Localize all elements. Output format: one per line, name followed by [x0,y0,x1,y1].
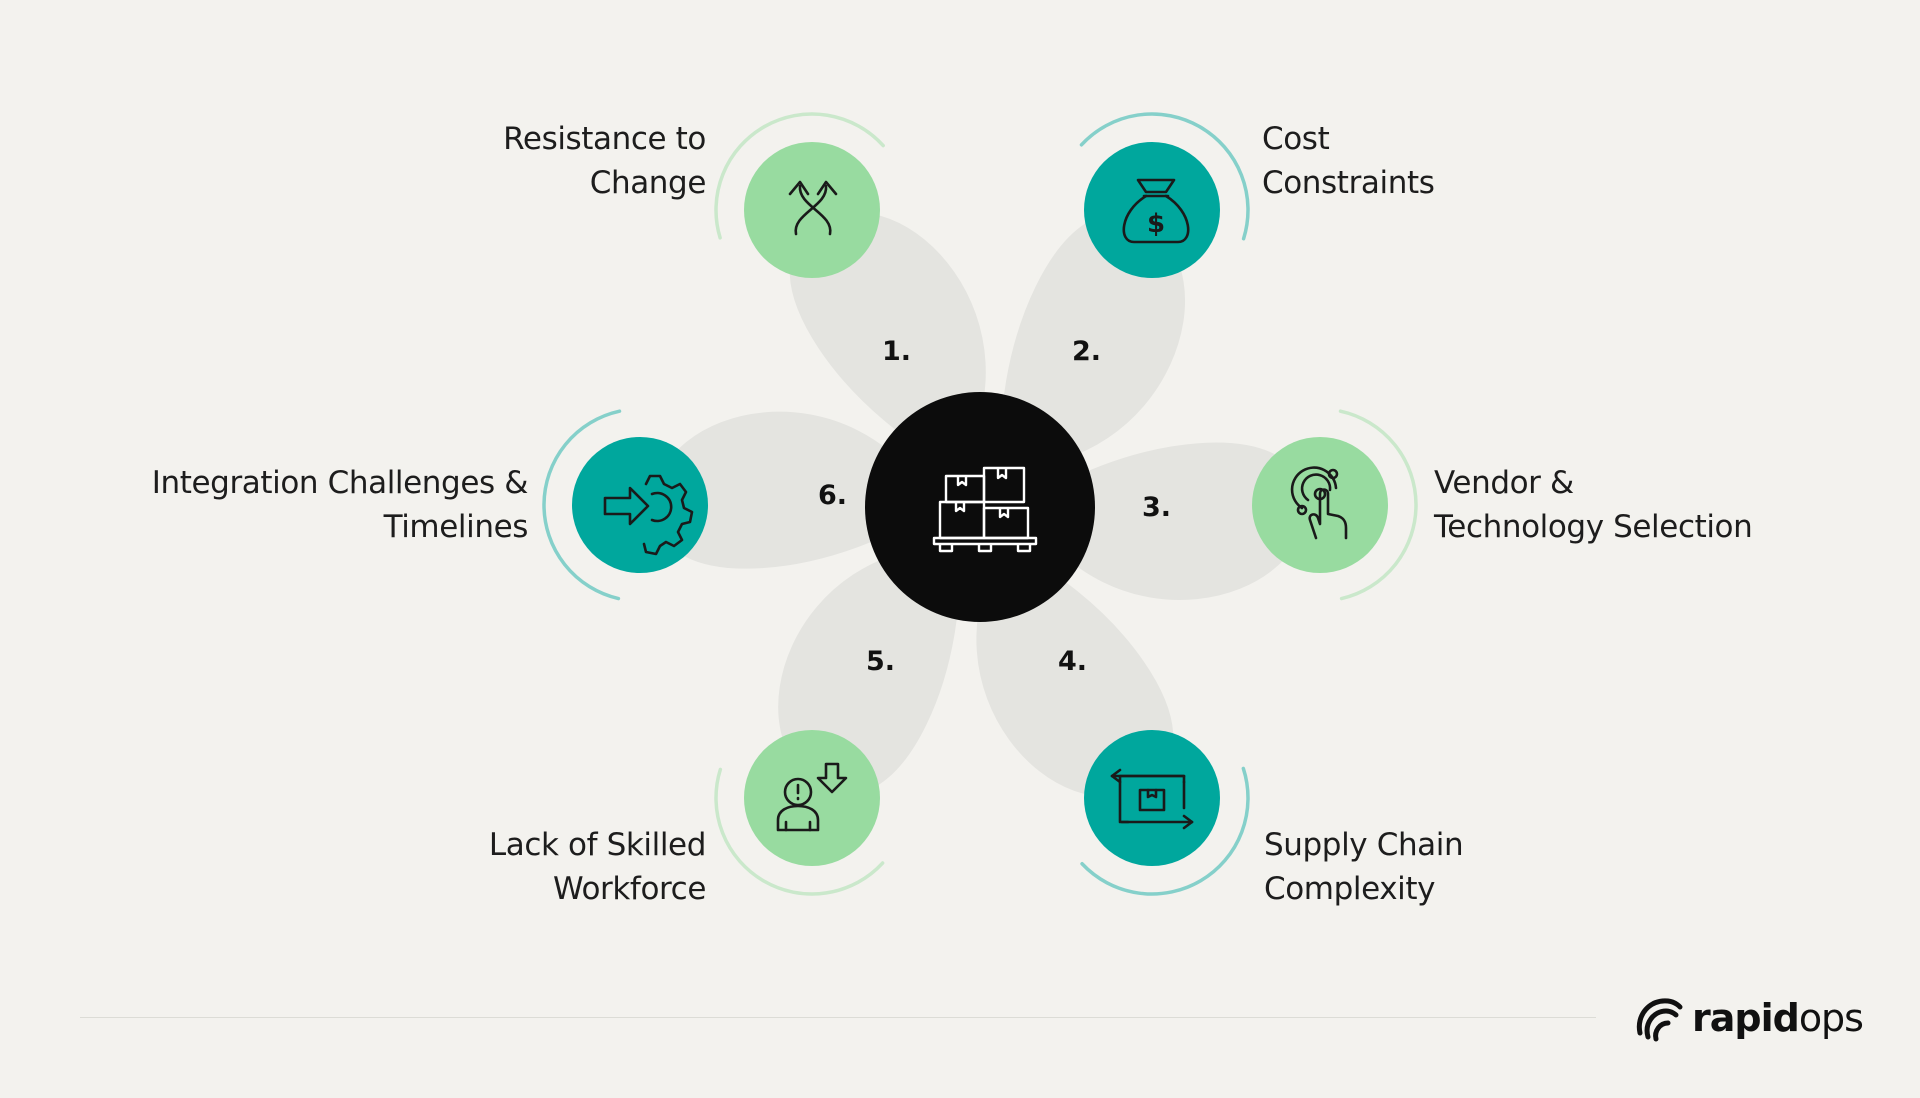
item-3-number: 3. [1142,492,1172,523]
node-4 [1084,730,1220,866]
money-bag-icon: $ [1122,178,1190,244]
arc-1 [714,112,885,240]
footer-divider [80,1017,1596,1018]
rapidops-logo-icon [1636,998,1683,1042]
crossing-arrows-icon [788,180,838,236]
item-1-number: 1. [882,336,912,367]
item-1-label: Resistance to Change [503,121,706,201]
item-5-label: Lack of Skilled Workforce [488,827,706,907]
item-6-label: Integration Challenges & Timelines [151,465,529,545]
item-2-label: Cost Constraints [1262,121,1435,201]
item-2-number: 2. [1072,336,1102,367]
svg-text:$: $ [1147,209,1165,239]
node-6 [572,437,708,573]
arc-5 [714,767,885,896]
arc-4 [1080,766,1250,896]
arc-2 [1079,112,1250,241]
item-5-number: 5. [866,646,896,677]
touch-target-icon [1290,466,1348,540]
item-nodes [572,142,1388,866]
brand-name: rapidops [1692,996,1864,1040]
item-6-number: 6. [818,480,848,511]
node-2 [1084,142,1220,278]
arc-3 [1338,409,1418,601]
pallet-boxes-icon [932,466,1038,553]
brand-logo: rapidops [1634,990,1864,1046]
item-4-number: 4. [1058,646,1088,677]
worker-alert-icon [776,762,848,832]
outer-arcs [542,112,1418,896]
item-4-label: Supply Chain Complexity [1264,827,1464,907]
node-5 [744,730,880,866]
box-transfer-icon [1110,768,1194,830]
arc-6 [542,409,622,601]
arrow-gear-icon [603,474,694,556]
center-circle [865,392,1095,622]
item-3-label: Vendor & Technology Selection [1434,465,1753,545]
